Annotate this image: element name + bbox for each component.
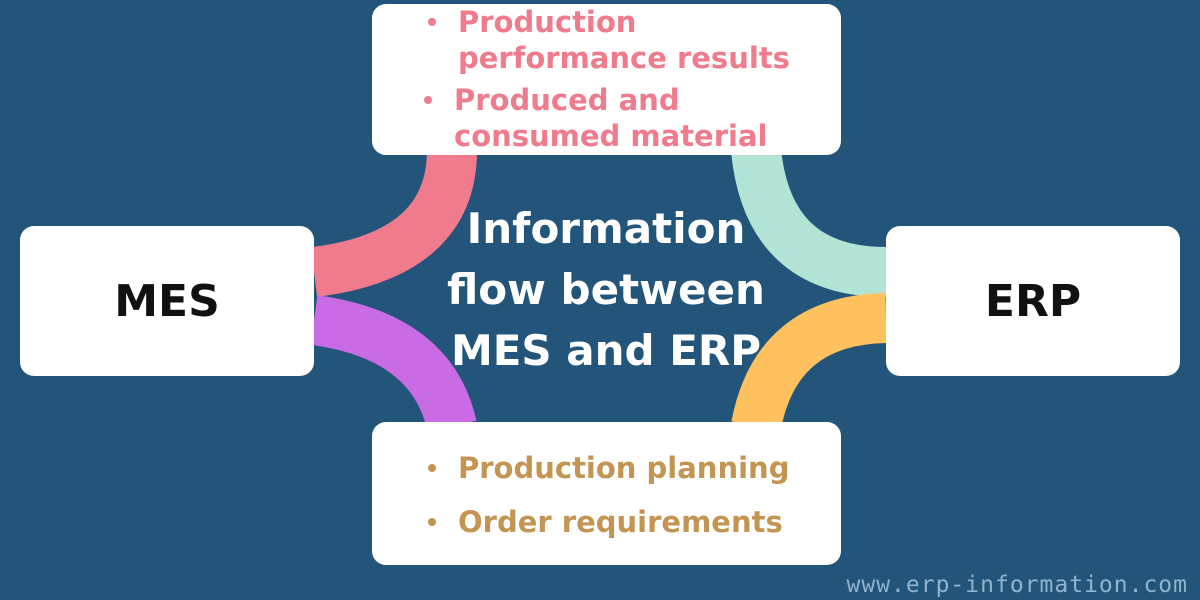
arc-mes-to-bottom <box>310 295 477 433</box>
bullet-icon <box>428 18 436 26</box>
list-item: Production performance results <box>428 4 838 76</box>
list-item-text: Production planning <box>458 451 790 485</box>
erp-to-mes-list: Production planning Order requirements <box>428 450 838 540</box>
bullet-icon <box>428 518 436 526</box>
mes-to-erp-list: Production performance results Produced … <box>424 4 838 154</box>
bullet-icon <box>424 96 432 104</box>
list-item-text: Order requirements <box>458 505 783 539</box>
erp-node: ERP <box>886 226 1180 376</box>
list-item: Order requirements <box>428 504 838 540</box>
diagram-title: Information flow between MES and ERP <box>447 204 765 375</box>
arc-top-to-erp <box>731 146 887 297</box>
arc-bottom-to-erp <box>731 293 888 432</box>
mes-node: MES <box>20 226 314 376</box>
list-item: Production planning <box>428 450 838 486</box>
bullet-icon <box>428 464 436 472</box>
erp-to-mes-info-box: Production planning Order requirements <box>372 422 841 565</box>
mes-label: MES <box>114 275 220 327</box>
arc-mes-to-top <box>310 149 477 297</box>
list-item: Produced and consumed material <box>424 82 838 154</box>
watermark-url: www.erp-information.com <box>846 572 1188 598</box>
list-item-text: Produced and consumed material <box>454 83 768 153</box>
erp-label: ERP <box>984 275 1082 327</box>
mes-to-erp-info-box: Production performance results Produced … <box>372 4 841 155</box>
list-item-text: Production performance results <box>458 5 790 75</box>
